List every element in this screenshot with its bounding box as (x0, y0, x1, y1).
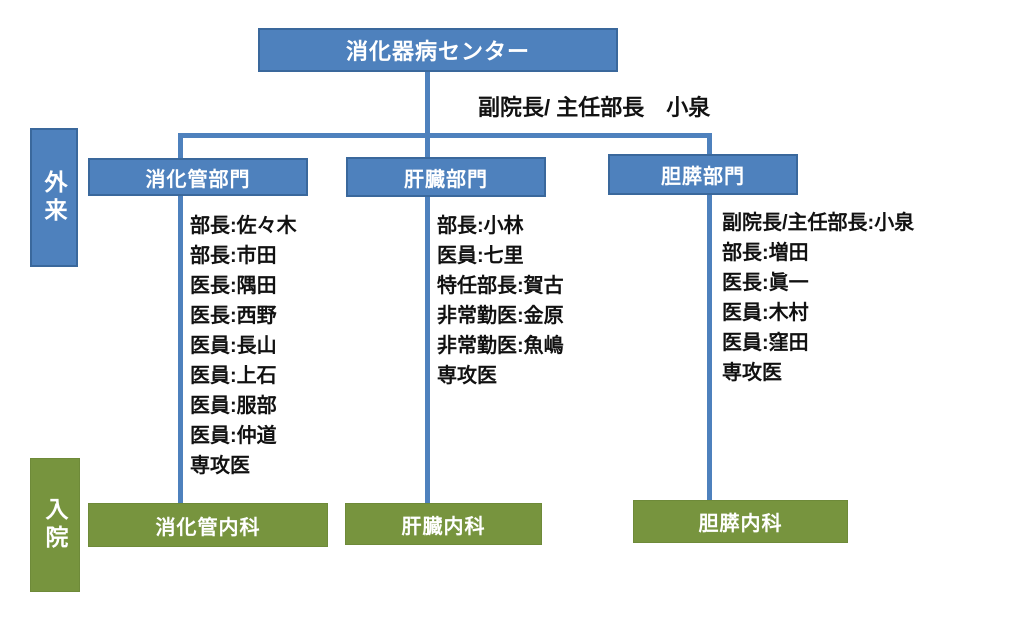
staff-item: 部長:増田 (722, 242, 809, 264)
staff-item: 部長:小林 (437, 215, 524, 237)
department-box-biliary-pancreatic: 胆膵部門 (608, 154, 798, 195)
staff-list-liver: 部長:小林医員:七里特任部長:賀古非常勤医:金原非常勤医:魚嶋専攻医 (437, 211, 564, 391)
connector-trunk-vertical (425, 70, 430, 503)
staff-item: 医員:七里 (437, 245, 524, 267)
inpatient-row-label: 入院 (30, 458, 80, 592)
staff-list-biliary-pancreatic: 副院長/主任部長:小泉部長:増田医長:眞一医員:木村医員:窪田専攻医 (722, 208, 914, 388)
staff-item: 医員:木村 (722, 302, 809, 324)
ward-box-gastrointestinal: 消化管内科 (88, 503, 328, 547)
staff-item: 部長:佐々木 (190, 215, 297, 237)
ward-box-biliary-pancreatic: 胆膵内科 (633, 500, 848, 543)
staff-item: 医員:服部 (190, 395, 277, 417)
staff-item: 専攻医 (722, 362, 782, 384)
staff-item: 部長:市田 (190, 245, 277, 267)
staff-item: 医員:上石 (190, 365, 277, 387)
department-box-gastrointestinal: 消化管部門 (88, 158, 308, 196)
staff-item: 医員:長山 (190, 335, 277, 357)
staff-item: 医長:眞一 (722, 272, 809, 294)
connector-horizontal (178, 133, 712, 138)
staff-item: 特任部長:賀古 (437, 275, 564, 297)
center-title-box: 消化器病センター (258, 28, 618, 72)
staff-item: 医員:仲道 (190, 425, 277, 447)
staff-item: 非常勤医:金原 (437, 305, 564, 327)
connector-right-vertical (707, 133, 712, 500)
staff-item: 非常勤医:魚嶋 (437, 335, 564, 357)
connector-left-vertical (178, 133, 183, 503)
staff-item: 医員:窪田 (722, 332, 809, 354)
staff-item: 医長:隅田 (190, 275, 277, 297)
deputy-director-note: 副院長/ 主任部長 小泉 (478, 95, 711, 120)
staff-item: 専攻医 (190, 455, 250, 477)
staff-item: 専攻医 (437, 365, 497, 387)
ward-box-liver: 肝臓内科 (345, 503, 542, 545)
staff-item: 副院長/主任部長:小泉 (722, 212, 915, 234)
staff-list-gastrointestinal: 部長:佐々木部長:市田医長:隅田医長:西野医員:長山医員:上石医員:服部医員:仲… (190, 211, 297, 481)
outpatient-row-label: 外来 (30, 128, 78, 267)
staff-item: 医長:西野 (190, 305, 277, 327)
department-box-liver: 肝臓部門 (346, 157, 546, 197)
